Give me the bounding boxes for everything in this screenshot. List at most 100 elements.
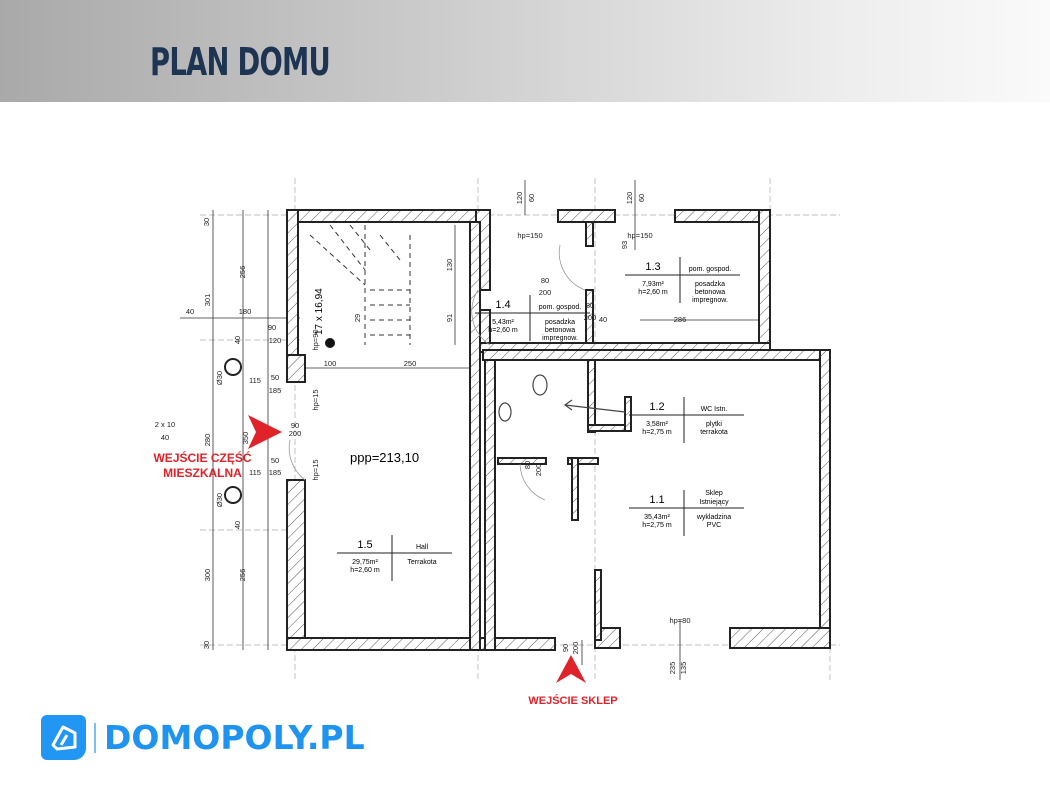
shop-entrance-label: WEJŚCIE SKLEP [528,695,618,707]
room-number: 1.3 [645,261,660,273]
dimension-label: 40 [161,433,169,442]
room-height: h=2,60 m [350,567,380,574]
room-name: Istniejący [699,499,729,506]
dimension-label: hp=150 [517,231,542,240]
dimension-label: 286 [674,315,687,324]
room-height: h=2,75 m [642,429,672,436]
room-area: 29,75m² [352,559,378,566]
room-floor: Terrakota [407,559,436,566]
room-name: Hall [416,544,429,551]
house-logo-icon [41,715,86,760]
dimension-label: 80 [586,301,594,310]
room-floor: plytki [706,421,722,428]
downpipes [224,358,242,504]
dimension-label: 30 [202,641,211,649]
dimension-label: 93 [620,241,629,249]
residential-entrance-arrow-icon [248,415,282,449]
dimension-label: hp=80 [669,616,690,625]
dimension-label: 115 [249,468,261,477]
dimension-label: Ø30 [215,493,224,507]
dimension-label: 40 [233,521,242,529]
dimension-label: hp=15 [311,389,320,410]
dimension-label: 200 [571,642,580,655]
room-name: pom. gospod. [689,266,731,273]
dimension-label: 200 [539,288,552,297]
room-floor: terrakota [700,429,728,436]
dimension-label: hp=15 [311,459,320,480]
room-height: h=2,75 m [642,522,672,529]
dimension-label: 50 [271,373,279,382]
dimension-label: 40 [233,336,242,344]
room-floor: posadzka [695,281,725,288]
header-banner: PLAN DOMU [0,0,1050,102]
dimension-label: 29 [353,314,362,322]
brand-logo[interactable]: DOMOPOLY.PL [41,715,365,760]
room-floor: wykladzina [696,514,731,521]
dimension-label: 60 [637,194,646,202]
dimension-label: 301 [203,294,212,307]
room-number: 1.1 [649,494,664,506]
dimension-label: 90 [291,421,299,430]
dimension-label: 90 [268,323,276,332]
dimension-label: 40 [186,307,194,316]
dimension-label: 180 [239,307,252,316]
dimension-label: 120 [269,336,282,345]
stairs-start-dot [325,338,335,348]
logo-text: DOMOPOLY.PL [104,718,365,757]
room-name: Sklep [705,490,723,497]
dimension-label: 100 [324,359,337,368]
staircase [309,224,411,345]
shop-entrance-arrow-icon [556,655,586,683]
dimension-label: 235 [668,662,677,675]
dimension-label: 91 [445,314,454,322]
page-title: PLAN DOMU [150,40,331,84]
dimension-label: 135 [679,662,688,675]
room-number: 1.4 [495,299,510,311]
room-floor: impregnow. [692,297,728,304]
dimension-label: 250 [404,359,417,368]
dimension-label: 80 [523,461,532,469]
dimension-label: 185 [269,468,282,477]
dimension-label: 280 [203,434,212,447]
dimension-label: 90 [561,644,570,652]
dimension-label: 256 [238,569,247,582]
room-floor: PVC [707,522,721,529]
room-height: h=2,60 m [638,289,668,296]
dimension-label: 120 [515,192,524,205]
dimension-label: 200 [534,464,543,477]
dimension-label: 256 [238,266,247,279]
dimension-label: 50 [271,456,279,465]
dimension-label: 40 [599,315,607,324]
dimension-label: 30 [202,218,211,226]
dimension-label: 185 [269,386,282,395]
room-floor: impregnow. [542,335,578,342]
dimension-label: hp=90 [311,329,320,350]
logo-divider [94,722,96,753]
dimension-label: 120 [625,192,634,205]
room-floor: posadzka [545,319,575,326]
walls [286,209,831,651]
room-number: 1.5 [357,539,372,551]
dimension-label: 300 [203,569,212,582]
dimension-label: 2 x 10 [155,420,175,429]
dimension-label: Ø30 [215,371,224,385]
dimension-label: 200 [584,313,597,322]
residential-entrance-label: WEJŚCIE CZĘŚĆ MIESZKALNA [153,451,252,480]
sanitary-fixtures [498,374,626,422]
room-name: WC Istn. [701,406,728,413]
dimension-label: hp=150 [627,231,652,240]
room-height: h=2,60 m [488,327,518,334]
room-floor: betonowa [545,327,575,334]
door-swings [288,244,586,501]
dimension-label: 80 [541,276,549,285]
room-number: 1.2 [649,401,664,413]
room-area: 3,58m² [646,421,668,428]
ppp-label: ppp=213,10 [350,450,419,465]
dimension-label: 130 [445,259,454,272]
room-floor: betonowa [695,289,725,296]
dimension-label: 350 [241,432,250,445]
dimension-label: 115 [249,376,261,385]
